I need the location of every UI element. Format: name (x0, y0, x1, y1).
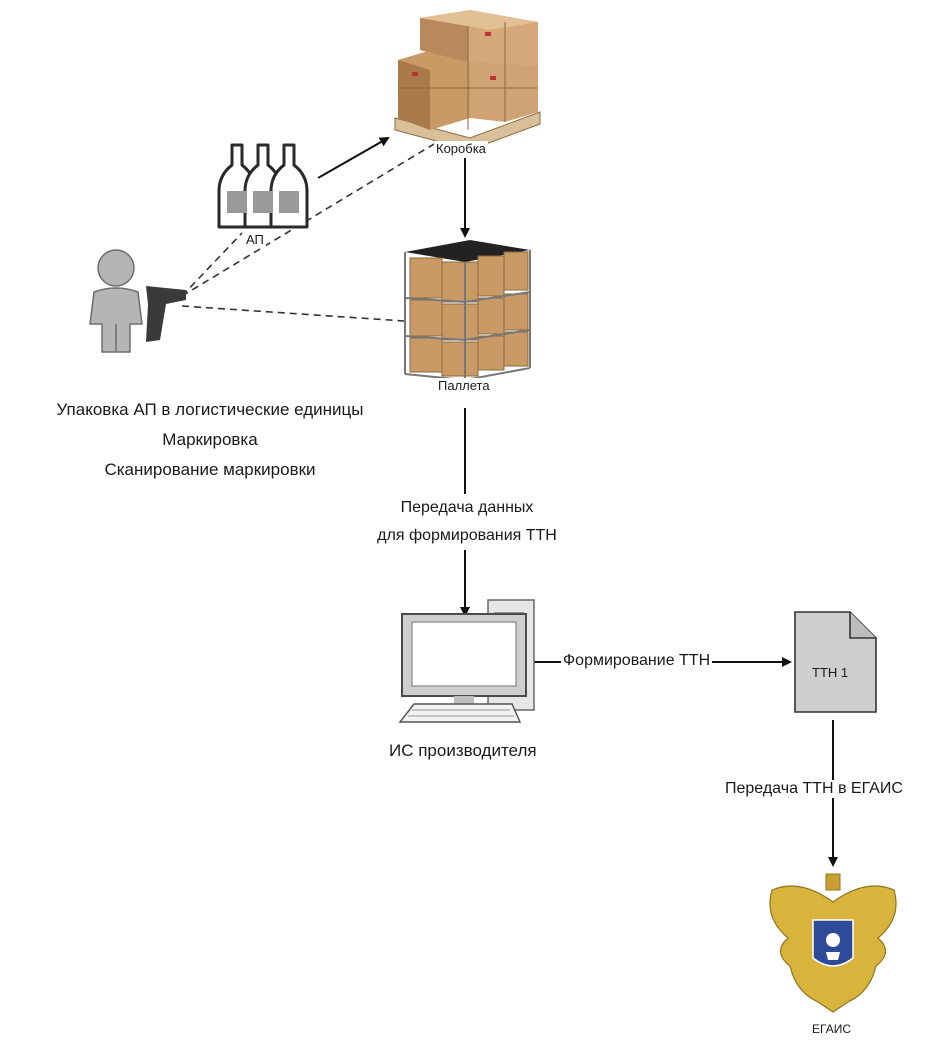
egais-label: ЕГАИС (812, 1022, 851, 1036)
packing-caption-line: Сканирование маркировки (104, 460, 316, 479)
person-with-scanner-icon (89, 249, 186, 353)
scan-line-to-pallet (181, 305, 405, 322)
scan-line-to-bottles (181, 232, 243, 297)
pallet-icon (404, 240, 531, 382)
box-label: Коробка (434, 141, 488, 156)
computer-icon (398, 599, 535, 723)
packing-caption: Упаковка АП в логистические единицы Марк… (10, 395, 410, 485)
computer-label: ИС производителя (389, 741, 537, 760)
bottles-icon (217, 143, 309, 229)
pallet-label: Паллета (436, 378, 492, 393)
arrow-bottles-to-box (317, 137, 390, 179)
scan-line-to-box (181, 137, 445, 297)
document-icon (794, 611, 877, 713)
edge-label-pallet-to-computer: Передача данных для формирования ТТН (330, 494, 604, 550)
packing-caption-line: Маркировка (162, 430, 258, 449)
edge-label-line: Передача данных (400, 499, 534, 516)
bottles-label: АП (244, 232, 266, 247)
edge-label-computer-to-document: Формирование ТТН (561, 652, 713, 670)
packing-caption-line: Упаковка АП в логистические единицы (56, 400, 364, 419)
edge-label-document-to-egais: Передача ТТН в ЕГАИС (723, 780, 905, 798)
box-stack-icon (394, 10, 541, 151)
document-label: ТТН 1 (812, 665, 849, 680)
scan-lines (181, 137, 445, 322)
egais-emblem-icon (769, 873, 897, 1013)
edge-label-line: для формирования ТТН (377, 527, 557, 544)
